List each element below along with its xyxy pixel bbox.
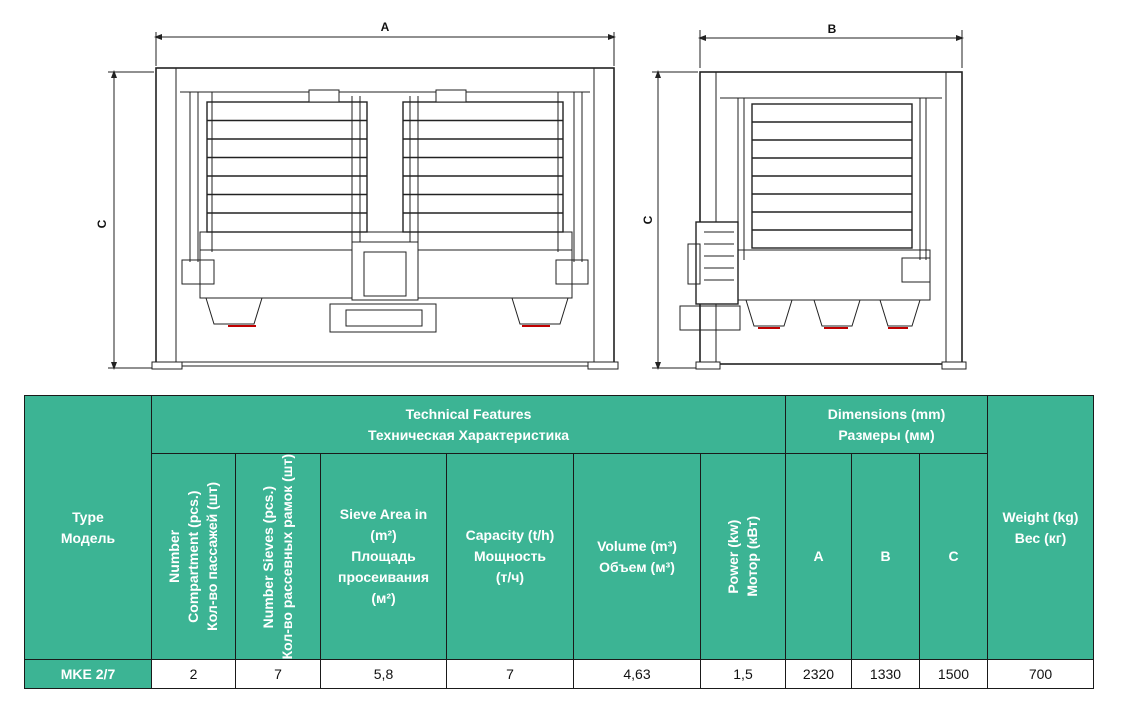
power-header: Power (kw) Мотор (кВт) [700,452,786,661]
dimension-a-cell: 2320 [785,659,852,690]
volume-header: Volume (m³) Объем (м³) [573,452,701,661]
dimension-label-b: B [828,22,837,36]
front-view [108,32,619,370]
side-sieve-lines [752,121,912,231]
dimension-a-header: A [785,452,852,661]
compartments-cell: 2 [151,659,236,690]
side-view [652,30,967,370]
dimensions-header: Dimensions (mm) Размеры (мм) [785,395,988,454]
dimension-label-a: A [381,20,390,34]
dimension-label-c-front: C [95,219,109,228]
dimension-b-header: B [851,452,920,661]
type-header: Type Модель [24,394,152,661]
dimension-c-header: C [919,452,988,661]
technical-drawing: A C B C [95,20,967,370]
dimension-b-cell: 1330 [851,659,920,690]
compartments-header: Number Compartment (pcs.) Кол-во пассаже… [151,452,236,661]
weight-header: Weight (kg) Вес (кг) [987,394,1094,661]
model-cell: MKE 2/7 [24,659,152,690]
dimension-c-cell: 1500 [919,659,988,690]
power-cell: 1,5 [700,659,786,690]
technical-specs-table: Type Модель Technical Features Техническ… [24,394,1094,690]
dimension-label-c-side: C [641,215,655,224]
capacity-cell: 7 [446,659,574,690]
weight-cell: 700 [987,659,1094,690]
sieve-area-header: Sieve Area in (m²) Площадь просеивания (… [320,452,447,661]
sieves-cell: 7 [235,659,321,690]
capacity-header: Capacity (t/h) Мощность (т/ч) [446,452,574,661]
sieve-area-cell: 5,8 [320,659,447,690]
volume-cell: 4,63 [573,659,701,690]
technical-features-header: Technical Features Техническая Характери… [151,395,786,454]
front-sieve-lines [207,119,563,214]
table-row: MKE 2/7 2 7 5,8 7 4,63 1,5 2320 1330 150… [24,659,1094,690]
sieves-header: Number Sieves (pcs.) Кол-во рассевных ра… [235,452,321,661]
